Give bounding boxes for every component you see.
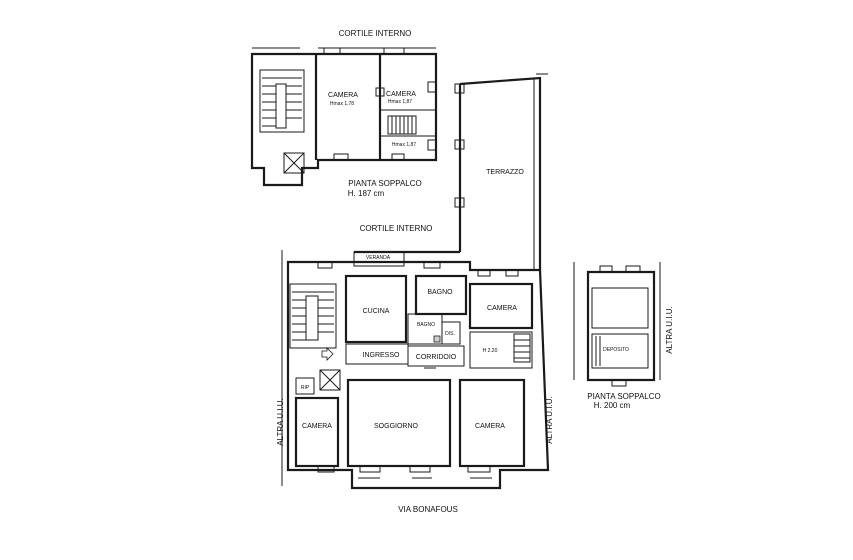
label-cortile-mid: CORTILE INTERNO [360, 224, 433, 233]
label-hmax-1: Hmax 1,78 [330, 101, 354, 107]
label-dis: DIS. [445, 331, 455, 337]
label-camera-3: CAMERA [487, 305, 517, 312]
label-altra-uiu-left: ALTRA U.I.U. [276, 398, 285, 445]
label-corridoio: CORRIDOIO [416, 354, 457, 361]
label-camera-4: CAMERA [302, 423, 332, 430]
label-soppalco-2-title: PIANTA SOPPALCO [587, 392, 661, 401]
spiral-staircase [513, 333, 531, 363]
elevator-shaft [283, 152, 305, 174]
label-camera-2: CAMERA [386, 91, 416, 98]
label-soggiorno: SOGGIORNO [374, 423, 419, 430]
label-altra-uiu-right: ALTRA U.I.U. [665, 306, 674, 353]
label-hmax-2: Hmax 1,87 [388, 99, 412, 105]
label-camera-5: CAMERA [475, 423, 505, 430]
main-staircase [289, 283, 337, 349]
label-bagno-2: BAGNO [417, 322, 435, 328]
label-rip: RIP [301, 385, 310, 391]
label-ingresso: INGRESSO [363, 352, 401, 359]
label-altra-uiu-mid: ALTRA U.I.U. [545, 396, 554, 443]
label-terrazzo: TERRAZZO [486, 169, 524, 176]
terrace: TERRAZZO [454, 73, 548, 270]
main-floor-plan: CORTILE INTERNO VERANDA CUCINA BAGNO [276, 224, 554, 514]
elevator-shaft-main [319, 369, 341, 391]
label-veranda: VERANDA [366, 255, 391, 261]
label-hmax-3: Hmax 1,87 [392, 142, 416, 148]
label-cortile-top: CORTILE INTERNO [339, 29, 412, 38]
label-soppalco-2-height: H. 200 cm [594, 401, 631, 410]
label-h220: H 2.20 [483, 348, 498, 354]
label-deposito: DEPOSITO [603, 347, 629, 353]
label-cucina: CUCINA [363, 308, 390, 315]
label-camera-1: CAMERA [328, 92, 358, 99]
small-stair [387, 115, 417, 135]
mezzanine-plan-2: DEPOSITO ALTRA U.I.U. PIANTA SOPPALCO H.… [573, 262, 674, 410]
label-soppalco-1-height: H. 187 cm [348, 189, 385, 198]
label-bagno-1: BAGNO [427, 289, 453, 296]
entrance-arrow-icon [321, 347, 334, 361]
label-via: VIA BONAFOUS [398, 505, 458, 514]
staircase [259, 69, 305, 133]
mezzanine-2-stair [595, 336, 601, 366]
label-soppalco-1-title: PIANTA SOPPALCO [348, 179, 422, 188]
mezzanine-plan-1: CORTILE INTERNO CAMERA Hmax 1,78 CAMERA … [250, 29, 438, 198]
